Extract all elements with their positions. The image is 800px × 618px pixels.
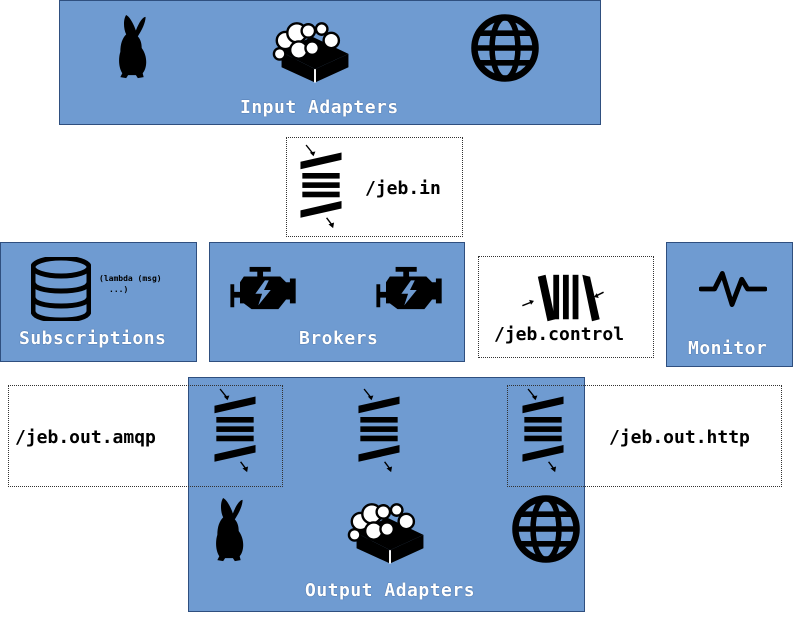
engine-icon (376, 265, 444, 313)
globe-icon (509, 492, 583, 566)
database-icon (31, 257, 91, 321)
input-adapters-box: Input Adapters (59, 0, 601, 125)
globe-icon (468, 11, 542, 85)
subscriptions-box: (lambda (msg) ...) Subscriptions (0, 242, 197, 362)
lambda-code-line2: ...) (109, 285, 129, 294)
soap-icon (347, 498, 433, 566)
input-adapters-label: Input Adapters (240, 97, 399, 118)
jeb-in-queue: /jeb.in (286, 137, 463, 237)
brokers-box: Brokers (209, 242, 465, 362)
soap-icon (272, 17, 358, 85)
output-adapters-box: Output Adapters (188, 377, 585, 612)
rabbit-icon (209, 496, 249, 564)
jeb-out-amqp-label: /jeb.out.amqp (15, 427, 156, 448)
rabbit-icon (112, 13, 152, 81)
monitor-box: Monitor (666, 242, 793, 367)
subscriptions-label: Subscriptions (19, 328, 167, 349)
jeb-out-http-queue: /jeb.out.http (507, 385, 782, 487)
control-queue-icon (517, 269, 607, 327)
jeb-control-label: /jeb.control (494, 324, 625, 345)
jeb-in-label: /jeb.in (365, 178, 441, 199)
queue-icon (351, 386, 407, 476)
jeb-out-amqp-queue: /jeb.out.amqp (8, 385, 283, 487)
jeb-control-queue: /jeb.control (478, 256, 654, 358)
queue-icon (293, 142, 349, 232)
lambda-code-line1: (lambda (msg) (99, 274, 162, 283)
pulse-icon (699, 269, 767, 309)
brokers-label: Brokers (299, 328, 379, 349)
engine-icon (230, 265, 298, 313)
monitor-label: Monitor (688, 338, 768, 359)
output-adapters-label: Output Adapters (305, 580, 476, 601)
jeb-out-http-label: /jeb.out.http (609, 427, 750, 448)
